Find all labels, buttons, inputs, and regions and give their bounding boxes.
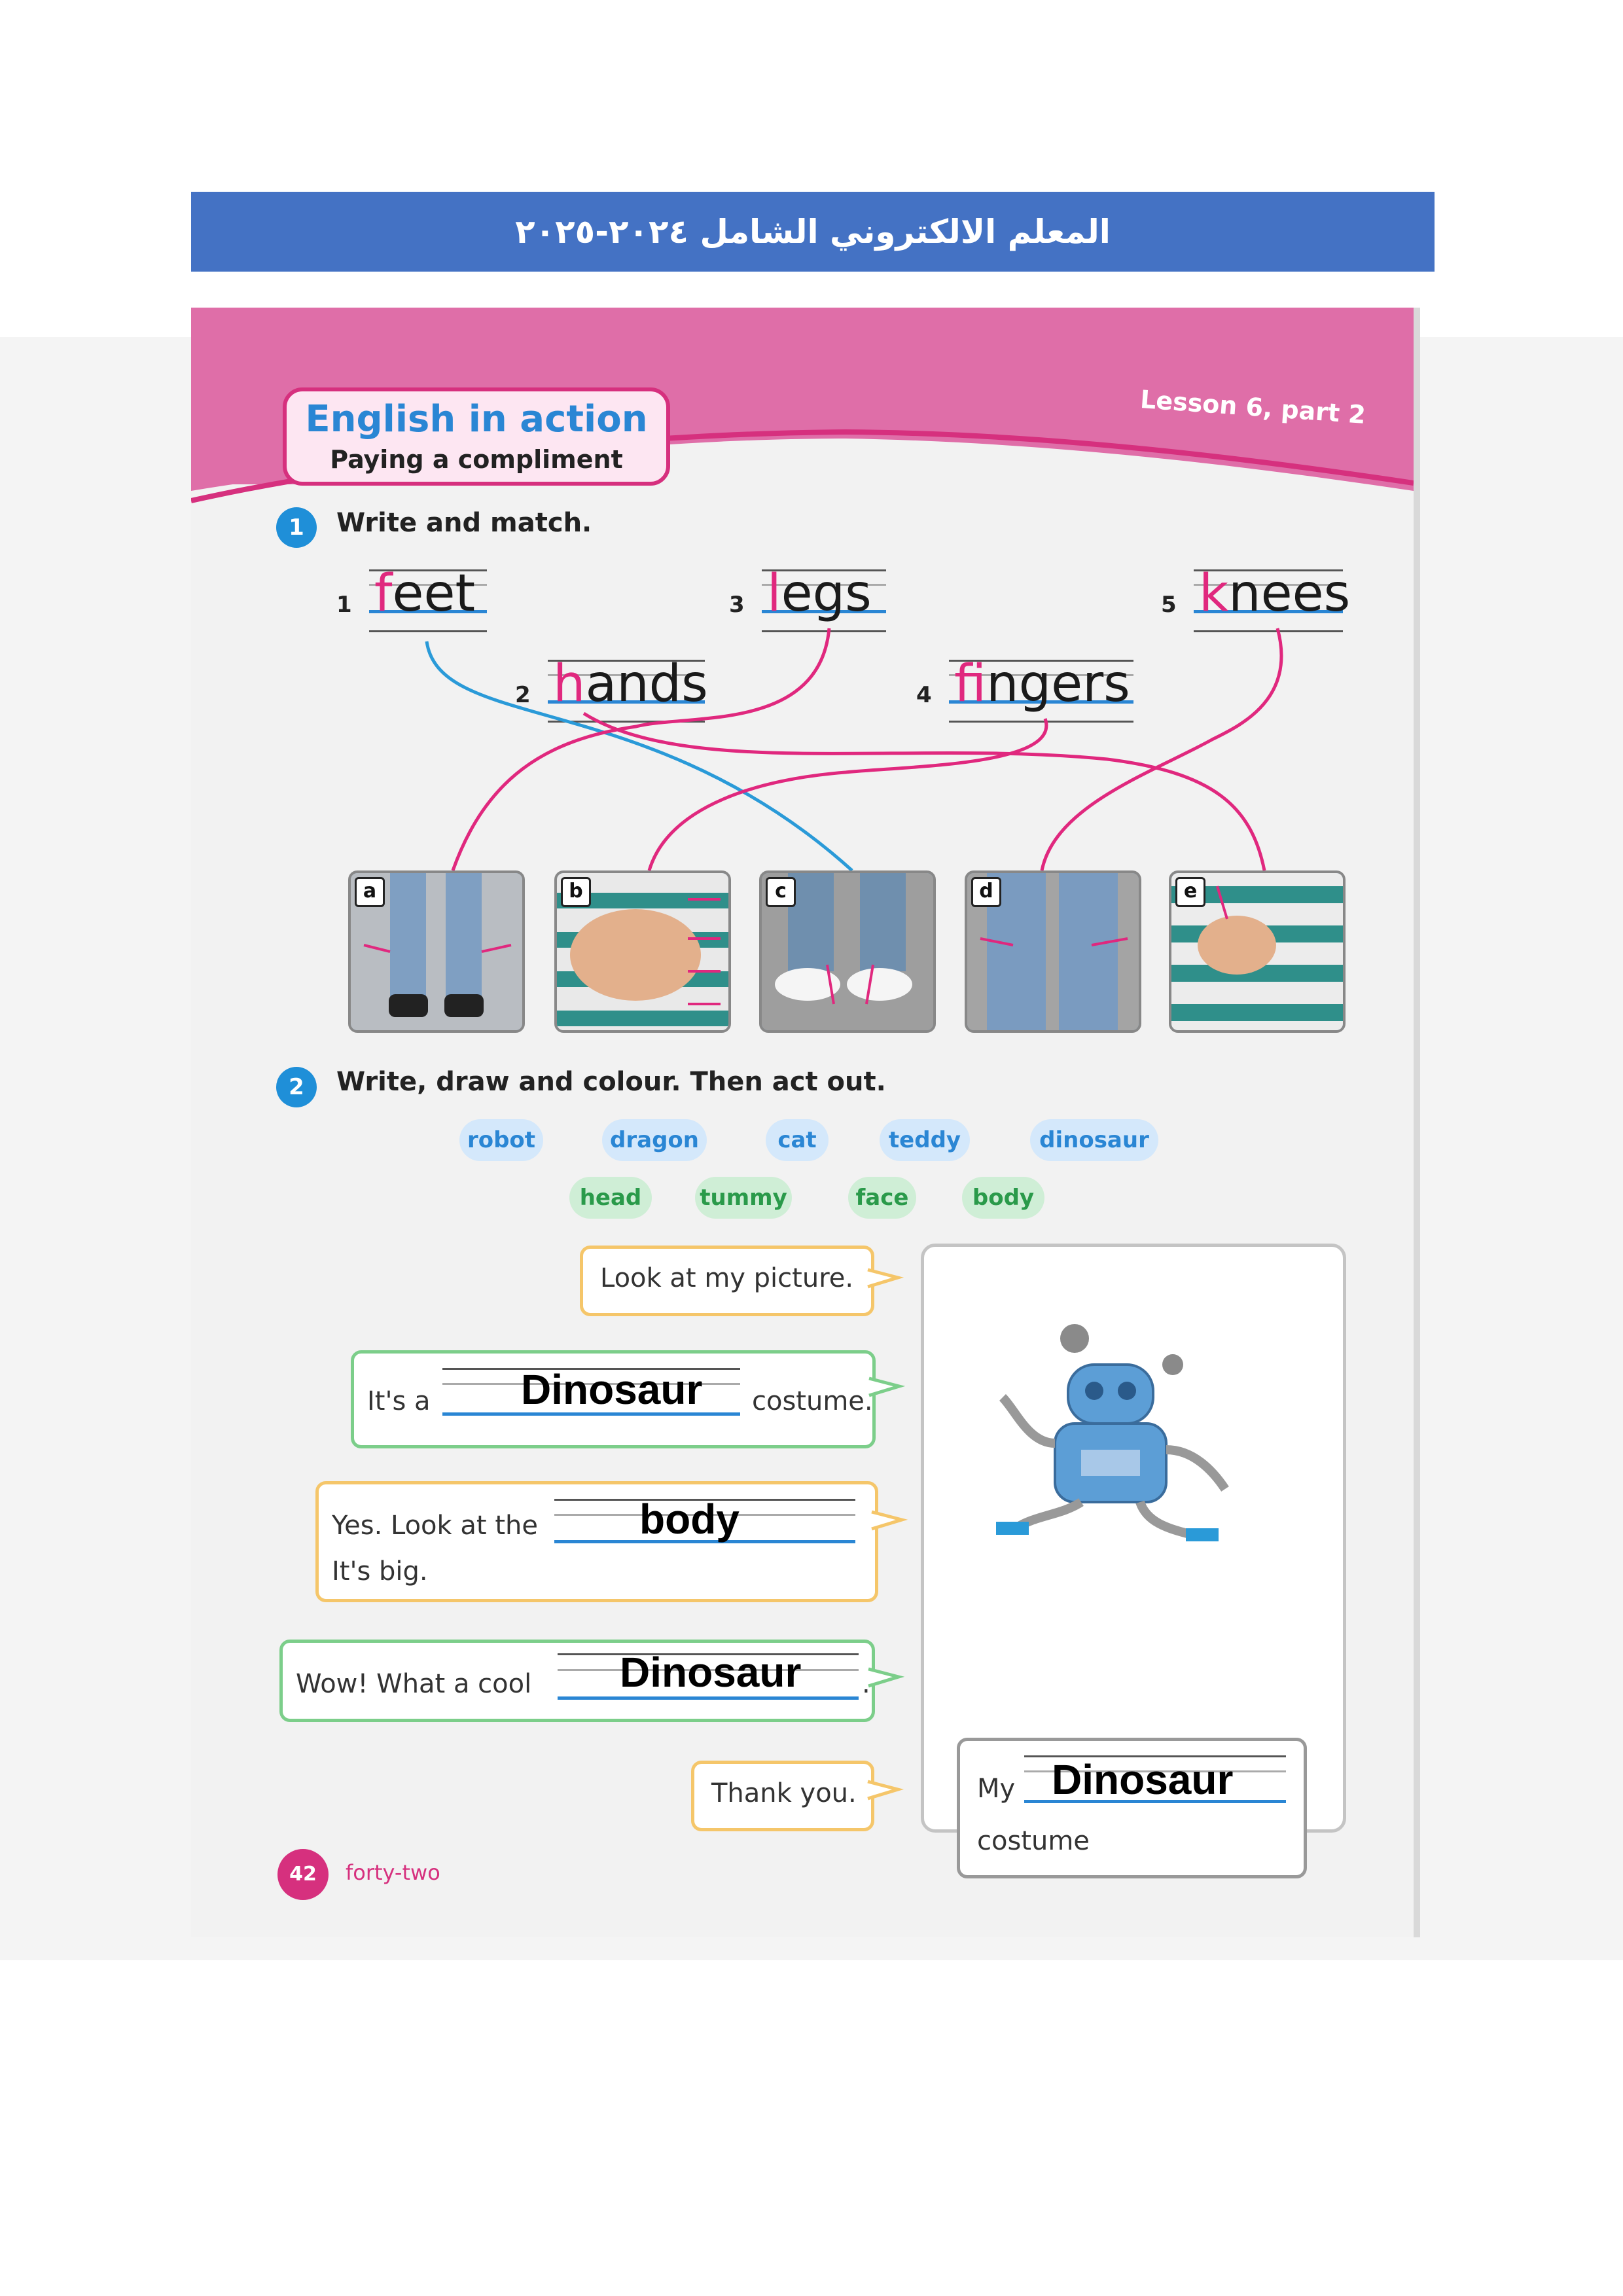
chip-body[interactable]: body (962, 1177, 1044, 1219)
bubble-2-answer[interactable]: Dinosaur (521, 1366, 703, 1413)
bubble-4-prefix: Wow! What a cool (296, 1669, 532, 1699)
title-box: English in action Paying a compliment (283, 387, 670, 486)
bubble-4-answer[interactable]: Dinosaur (620, 1649, 802, 1696)
photo-b[interactable]: b (554, 870, 731, 1033)
speech-bubble-3: Yes. Look at the body It's big. (315, 1481, 878, 1602)
speech-bubble-1: Look at my picture. (580, 1246, 874, 1316)
exercise-1-number: 1 (276, 507, 317, 548)
section-title: English in action (305, 398, 648, 440)
caption-suffix: costume (977, 1826, 1090, 1856)
photo-d-label: d (971, 877, 1001, 907)
chip-cat[interactable]: cat (766, 1119, 829, 1161)
bubble-tails (867, 1268, 908, 1801)
chip-dinosaur[interactable]: dinosaur (1030, 1119, 1158, 1161)
photo-e-label: e (1175, 877, 1205, 907)
chip-teddy[interactable]: teddy (880, 1119, 970, 1161)
word-1-first-letter: f (374, 564, 393, 623)
word-5[interactable]: 5 knees (1161, 564, 1350, 632)
word-3-rest: egs (781, 564, 872, 623)
word-3[interactable]: 3 legs (729, 564, 886, 632)
word-5-rest: nees (1228, 564, 1351, 623)
caption-answer[interactable]: Dinosaur (1052, 1756, 1234, 1803)
bubble-2-prefix: It's a (367, 1386, 431, 1416)
word-4-rest: ingers (986, 655, 1130, 713)
speech-bubble-4: Wow! What a cool Dinosaur . (279, 1640, 875, 1722)
photo-b-label: b (561, 877, 591, 907)
word-2-rest: ands (585, 655, 708, 713)
speech-bubble-5: Thank you. (691, 1761, 874, 1831)
bubble-5-text: Thank you. (711, 1778, 857, 1808)
photo-a[interactable]: a (348, 870, 525, 1033)
page-number-words: forty-two (346, 1860, 440, 1885)
bubble-3-answer[interactable]: body (639, 1496, 740, 1543)
chip-tummy[interactable]: tummy (695, 1177, 792, 1219)
photo-c[interactable]: c (759, 870, 936, 1033)
matching-lines (425, 628, 1283, 872)
caption-prefix: My (977, 1774, 1016, 1804)
word-4[interactable]: 4 fingers (916, 655, 1133, 723)
photo-c-label: c (766, 877, 796, 907)
word-2-number: 2 (515, 682, 531, 708)
photo-a-label: a (355, 877, 385, 907)
word-2[interactable]: 2 hands (515, 655, 708, 723)
textbook-page: English in action Paying a compliment Le… (191, 308, 1414, 1937)
exercise-2-instruction: Write, draw and colour. Then act out. (336, 1067, 886, 1097)
exercise-2-number: 2 (276, 1067, 317, 1107)
top-banner: المعلم الالكتروني الشامل ٢٠٢٤-٢٠٢٥ (191, 192, 1435, 272)
word-3-number: 3 (729, 592, 745, 618)
exercise-1-instruction: Write and match. (336, 508, 592, 538)
photo-e[interactable]: e (1169, 870, 1346, 1033)
caption-box: My Dinosaur costume (957, 1738, 1307, 1878)
word-4-number: 4 (916, 682, 932, 708)
bubble-2-suffix: costume. (752, 1386, 873, 1416)
bubble-4-suffix: . (862, 1669, 870, 1699)
chip-robot[interactable]: robot (459, 1119, 543, 1161)
drawing-area[interactable] (921, 1244, 1346, 1833)
word-1-number: 1 (336, 592, 352, 618)
word-3-first-letter: l (767, 564, 781, 623)
chip-head[interactable]: head (569, 1177, 652, 1219)
photo-d[interactable]: d (965, 870, 1141, 1033)
word-5-number: 5 (1161, 592, 1177, 618)
word-1[interactable]: 1 feet (336, 564, 487, 632)
bubble-3-prefix: Yes. Look at the (332, 1511, 538, 1541)
chip-face[interactable]: face (848, 1177, 916, 1219)
speech-bubble-2: It's a Dinosaur costume. (351, 1350, 876, 1448)
word-1-rest: eet (392, 564, 476, 623)
robot-drawing (996, 1324, 1229, 1541)
chip-dragon[interactable]: dragon (602, 1119, 707, 1161)
page-number: 42 (277, 1849, 329, 1900)
word-2-first-letter: h (553, 655, 586, 713)
bubble-1-text: Look at my picture. (600, 1263, 854, 1293)
word-5-first-letter: k (1199, 564, 1229, 623)
bubble-3-suffix: It's big. (332, 1556, 428, 1587)
section-subtitle: Paying a compliment (330, 445, 623, 474)
word-4-first-letter: f (954, 655, 987, 713)
